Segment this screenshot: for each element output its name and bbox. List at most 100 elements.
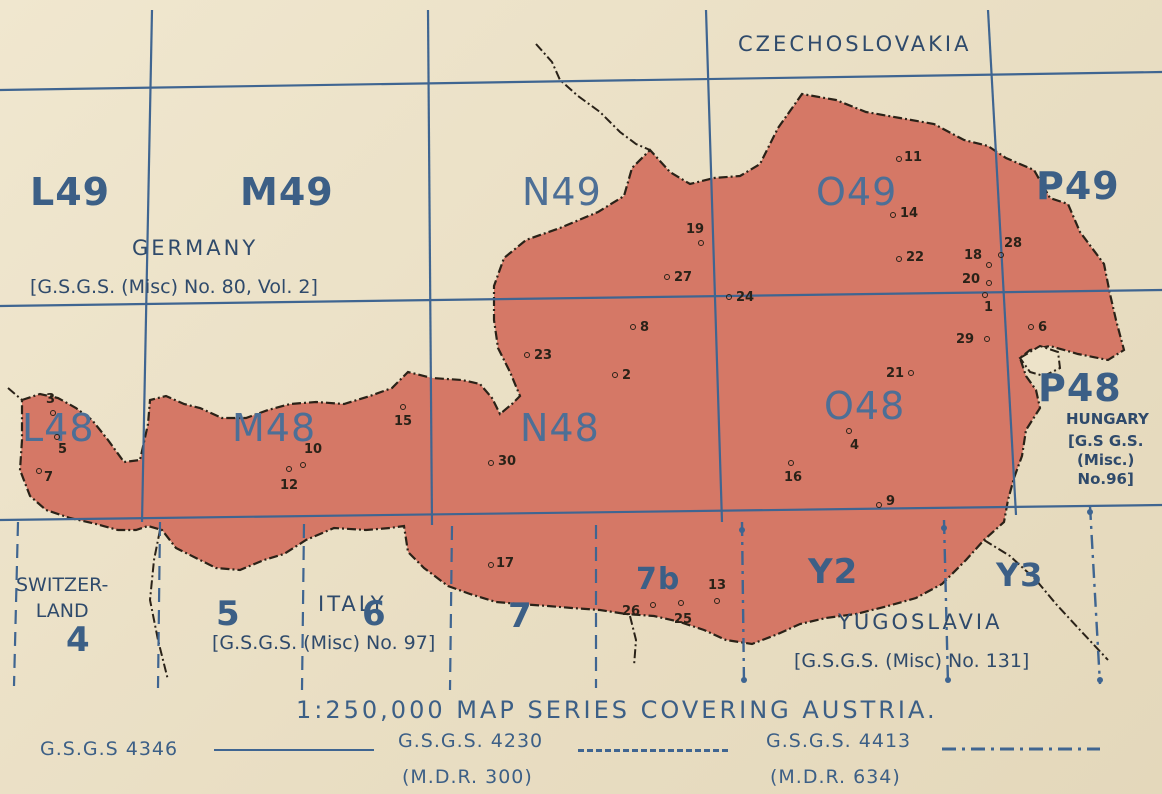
grid-line-v3 [704, 9, 724, 523]
point-label-18: 18 [964, 248, 983, 263]
grid-4230 [12, 521, 598, 691]
dashdot-line-2 [942, 519, 950, 685]
point-label-19: 19 [686, 222, 705, 237]
italy-border-south [629, 615, 638, 667]
point-marker-12 [286, 466, 292, 472]
point-marker-25 [678, 600, 684, 606]
point-marker-15 [400, 404, 406, 410]
point-marker-3 [50, 410, 56, 416]
sheet-7: 7 [508, 596, 533, 636]
point-label-27: 27 [674, 270, 693, 285]
grid-line-v2 [426, 9, 434, 526]
point-label-2: 2 [622, 368, 632, 383]
point-marker-1 [982, 292, 988, 298]
grid-4346 [0, 9, 1162, 526]
point-label-7: 7 [44, 470, 54, 485]
point-marker-17 [488, 562, 494, 568]
point-label-9: 9 [886, 494, 896, 509]
point-marker-22 [896, 256, 902, 262]
point-label-20: 20 [962, 272, 981, 287]
sheet-7b: 7b [636, 562, 681, 597]
dashdot-point [945, 677, 951, 683]
point-label-24: 24 [736, 290, 755, 305]
point-label-1: 1 [984, 300, 994, 315]
point-marker-30 [488, 460, 494, 466]
sheet-y3: Y3 [996, 556, 1044, 594]
swiss-border [7, 387, 23, 401]
point-marker-2 [612, 372, 618, 378]
point-marker-7 [36, 468, 42, 474]
sheet-p48: P48 [1038, 366, 1122, 410]
point-label-3: 3 [46, 392, 56, 407]
country-hungary: HUNGARY [1066, 410, 1149, 428]
legend-dashdot-line [942, 747, 1100, 751]
series-italy: [G.S.G.S. (Misc) No. 97] [212, 632, 436, 654]
point-marker-13 [714, 598, 720, 604]
point-label-17: 17 [496, 556, 515, 571]
point-label-21: 21 [886, 366, 905, 381]
dashdot-point [941, 525, 947, 531]
point-marker-5 [54, 434, 60, 440]
point-label-8: 8 [640, 320, 650, 335]
sheet-m49: M49 [240, 170, 334, 214]
point-label-30: 30 [498, 454, 517, 469]
point-marker-11 [896, 156, 902, 162]
point-marker-8 [630, 324, 636, 330]
czech-border [535, 43, 651, 151]
sheet-o48: O48 [824, 384, 906, 428]
austria-territory [18, 92, 1126, 646]
legend-mdr300-label: (M.D.R. 300) [402, 766, 533, 788]
sheet-n48: N48 [520, 406, 600, 450]
country-switzerland: SWITZER- LAND [16, 574, 109, 622]
lake-neusiedl [1018, 344, 1062, 378]
legend-gsgs4413-label: G.S.G.S. 4413 [766, 730, 912, 752]
point-label-6: 6 [1038, 320, 1048, 335]
dashed-line-3 [300, 523, 306, 691]
legend-dashed-line [578, 749, 728, 752]
sheet-o49: O49 [816, 170, 898, 214]
point-marker-27 [664, 274, 670, 280]
sheet-n49: N49 [522, 170, 602, 214]
italy-border-west [148, 529, 169, 681]
country-yugoslavia: YUGOSLAVIA [838, 610, 1003, 634]
point-marker-14 [890, 212, 896, 218]
point-marker-21 [908, 370, 914, 376]
point-label-4: 4 [850, 438, 860, 453]
grid-line-middle [0, 288, 1162, 308]
legend-solid-line [214, 749, 374, 751]
dashdot-point [739, 527, 745, 533]
dashed-line-4 [448, 525, 454, 691]
dashdot-line-3 [1088, 505, 1102, 685]
point-label-12: 12 [280, 478, 299, 493]
sheet-4: 4 [66, 620, 91, 660]
point-label-28: 28 [1004, 236, 1023, 251]
point-label-14: 14 [900, 206, 919, 221]
grid-4413 [740, 505, 1102, 685]
point-label-22: 22 [906, 250, 925, 265]
dashdot-endpoints [739, 509, 1103, 683]
point-marker-6 [1028, 324, 1034, 330]
point-label-5: 5 [58, 442, 68, 457]
point-marker-26 [650, 602, 656, 608]
sheet-6: 6 [362, 594, 387, 634]
series-germany: [G.S.G.S. (Misc) No. 80, Vol. 2] [30, 276, 318, 298]
dashdot-point [741, 677, 747, 683]
dashed-line-1 [12, 521, 20, 687]
point-label-15: 15 [394, 414, 413, 429]
sheet-y2: Y2 [808, 552, 859, 592]
grid-line-v4 [986, 9, 1018, 516]
grid-line-top [0, 70, 1162, 92]
country-italy: ITALY [318, 592, 387, 616]
point-marker-10 [300, 462, 306, 468]
point-marker-23 [524, 352, 530, 358]
point-marker-28 [998, 252, 1004, 258]
sheet-m48: M48 [232, 406, 317, 450]
point-label-23: 23 [534, 348, 553, 363]
grid-line-bottom [0, 503, 1162, 522]
point-label-10: 10 [304, 442, 323, 457]
point-label-26: 26 [622, 604, 641, 619]
point-label-11: 11 [904, 150, 923, 165]
sheet-l49: L49 [30, 170, 111, 214]
point-label-25: 25 [674, 612, 693, 627]
point-label-13: 13 [708, 578, 727, 593]
